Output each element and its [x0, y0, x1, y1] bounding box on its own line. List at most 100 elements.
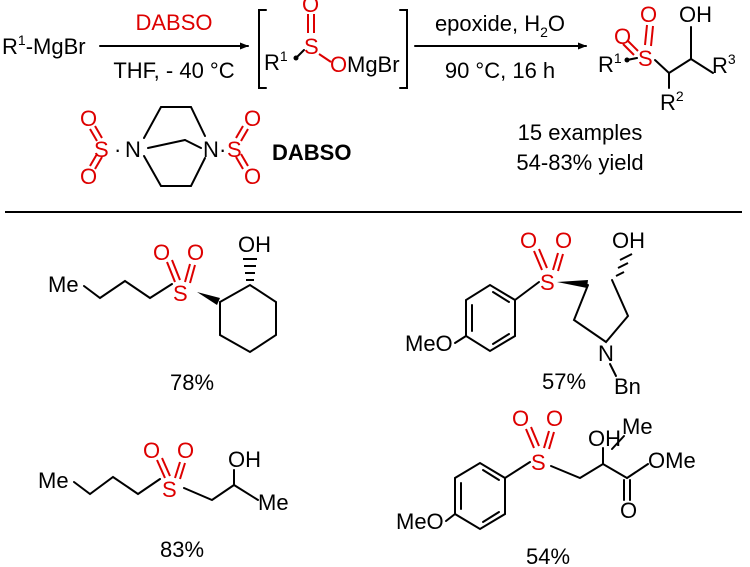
example-3-so-bond-2b [179, 462, 186, 480]
dabso-left-so-bond-1a [89, 128, 98, 142]
example-2-yield: 57% [542, 369, 586, 394]
product-r2: R2 [660, 88, 684, 115]
example-4-benzene-ring [454, 461, 506, 531]
example-3-butyl-chain [73, 475, 161, 496]
example-2-structure: MeO S O O OH N Bn 57% [405, 228, 645, 399]
example-2-pyrrolidine-ring [572, 279, 630, 344]
example-1-so-bond-1b [171, 259, 181, 281]
dabso-cage-bottom [143, 155, 206, 187]
example-2-ring-s-bond [514, 281, 540, 301]
example-2-oxygen-2: O [555, 228, 572, 253]
example-3-so-bond-1b [161, 457, 171, 477]
dabso-cage-middle-2 [184, 139, 202, 149]
dabso-cage-top [143, 106, 206, 139]
dabso-right-so-bond-2a [240, 153, 249, 167]
example-4-methoxy: MeO [396, 509, 444, 534]
dabso-left-so-bond-2a [89, 153, 98, 167]
dabso-left-so-bond-2b [94, 156, 103, 170]
step2-reagent-label: epoxide, H2O [435, 11, 565, 40]
example-2-aromatic-inner-3 [492, 333, 510, 345]
example-3-sulfur: S [162, 477, 177, 502]
example-4-so-bond-2a [543, 430, 550, 449]
dabso-left-so-bond-1b [94, 125, 103, 139]
example-4-so-bond-1a [525, 428, 535, 449]
dabso-left-nitrogen: N [125, 137, 141, 162]
product-r1-dot [624, 57, 630, 63]
example-4-carbonyl-oxygen: O [620, 498, 637, 523]
sulfinate-intermediate: R1 S O O MgBr [264, 0, 400, 77]
dabso-right-so-bond-1b [235, 125, 244, 139]
example-1-so-bond-2a [184, 263, 191, 283]
example-4-so-bond-1b [530, 426, 540, 447]
example-1-methyl: Me [48, 272, 79, 297]
example-4-main-chain [550, 462, 628, 480]
example-2-benzene-ring [465, 283, 516, 353]
example-1-butyl-chain [83, 279, 173, 300]
product-c-c-bond [668, 58, 692, 74]
dabso-right-oxygen-bottom: O [244, 164, 261, 189]
example-1-hash-bond [243, 258, 257, 281]
intermediate-s-o-bond [318, 53, 332, 63]
intermediate-r1: R1 [264, 48, 288, 75]
example-1-sulfur: S [173, 281, 188, 306]
product-s-o1-bond-b [622, 43, 635, 56]
dabso-right-sulfur: S [227, 137, 242, 162]
intermediate-radical-dot [293, 55, 299, 61]
example-4-sulfur: S [531, 450, 546, 475]
example-2-aromatic-inner-2 [492, 291, 510, 303]
example-4-ring-s-bond [504, 461, 531, 479]
example-2-hash-bond [615, 253, 633, 277]
example-3-hydroxyl: OH [228, 447, 261, 472]
product-r1: R1 [598, 50, 622, 77]
examples-count-label: 15 examples [518, 120, 643, 145]
intermediate-oxygen-top: O [302, 0, 319, 17]
example-3-methyl: Me [38, 468, 69, 493]
example-1-hydroxyl: OH [238, 232, 271, 257]
example-4-c-me-bond [611, 435, 625, 450]
dabso-right-oxygen-top: O [244, 106, 261, 131]
example-2-so-bond-1b [538, 248, 548, 269]
dabso-left-sulfur: S [94, 137, 109, 162]
example-3-so-bond-1a [156, 459, 166, 479]
yield-range-label: 54-83% yield [516, 150, 643, 175]
example-3-propyl-chain [183, 483, 259, 502]
dabso-cage-middle-1 [147, 139, 186, 149]
dabso-right-so-bond-2b [235, 156, 244, 170]
example-4-hydroxyl: OH [588, 426, 621, 451]
example-4-methyl: Me [622, 414, 653, 439]
example-4-ester-bond [626, 463, 649, 479]
example-2-n-bn-bond [609, 363, 617, 377]
dabso-right-dot: · [219, 137, 226, 162]
dabso-right-so-bond-1a [240, 128, 249, 142]
example-2-so-bond-2b [557, 253, 564, 272]
dabso-left-oxygen-top: O [80, 106, 97, 131]
example-4-so-bond-2b [548, 431, 555, 450]
product-r3: R3 [712, 51, 736, 78]
intermediate-left-bracket [258, 9, 267, 89]
example-2-meo-ring-bond [454, 335, 467, 344]
example-1-so-bond-2b [189, 264, 196, 284]
product-s-o2-bond-a [644, 24, 648, 46]
example-4-meo-ring-bond [445, 513, 456, 522]
dabso-structure: O O S · N N · S O O DABSO [80, 106, 351, 189]
example-2-benzyl: Bn [614, 374, 641, 399]
product-sulfur: S [638, 46, 653, 71]
example-1-oxygen-1: O [153, 240, 170, 265]
product-c-r3-bond [690, 58, 714, 74]
example-2-oxygen-1: O [520, 228, 537, 253]
example-3-oxygen-1: O [143, 438, 160, 463]
dabso-left-oxygen-bottom: O [80, 164, 97, 189]
product-s-c-bond [654, 59, 670, 74]
example-3-structure: Me S O O OH Me 83% [38, 438, 289, 562]
example-2-nitrogen: N [598, 341, 614, 366]
example-4-oxygen-1: O [512, 406, 529, 431]
example-1-oxygen-2: O [187, 240, 204, 265]
example-4-ester-methoxy: OMe [648, 448, 696, 473]
example-3-terminal-methyl: Me [258, 490, 289, 515]
product-s-o1-bond-a [626, 39, 639, 52]
example-3-so-bond-2a [174, 461, 181, 479]
example-1-wedge-bond [197, 292, 220, 305]
example-4-yield: 54% [526, 544, 570, 567]
intermediate-right-bracket [399, 9, 408, 89]
